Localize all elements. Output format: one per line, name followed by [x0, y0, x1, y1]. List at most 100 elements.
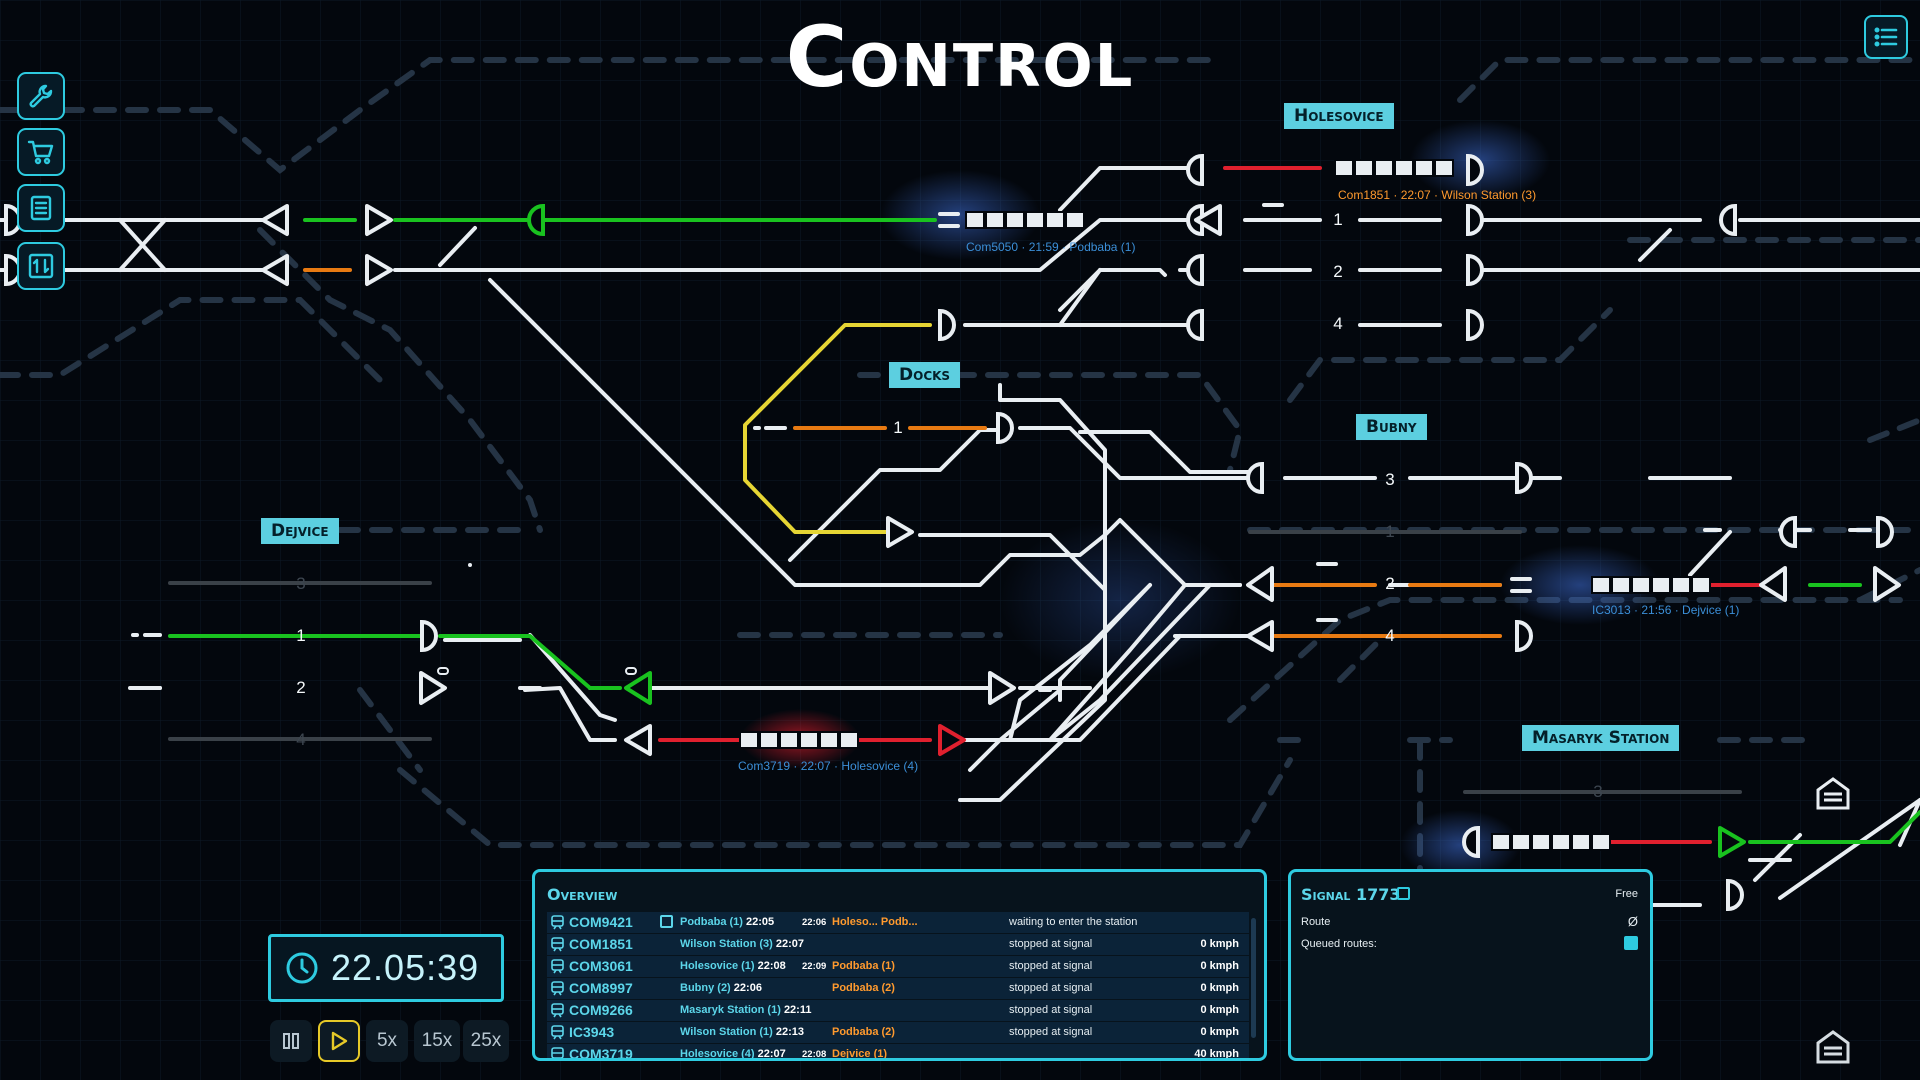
signal-triangle[interactable] [1759, 566, 1787, 602]
track-number: 3 [1385, 470, 1395, 489]
tools-button[interactable] [17, 72, 65, 120]
train-icon [551, 959, 564, 974]
speed-15x-button[interactable]: 15x [414, 1020, 460, 1062]
signal[interactable] [1462, 825, 1480, 859]
signal[interactable] [1186, 253, 1204, 287]
train-com3719 [739, 731, 859, 749]
edit-icon[interactable] [1397, 887, 1410, 900]
signal-triangle[interactable] [624, 724, 652, 756]
signal-triangle[interactable] [1246, 566, 1274, 602]
signal[interactable] [1246, 461, 1264, 495]
destination-time: 22:11 [783, 1004, 812, 1016]
menu-list-icon [1874, 27, 1898, 47]
log-button[interactable] [17, 184, 65, 232]
destination-time: 22:05 [746, 916, 775, 928]
signal-triangle[interactable] [988, 671, 1016, 705]
train-icon [551, 1047, 564, 1058]
signal-green-triangle[interactable] [624, 671, 652, 705]
track-number: 4 [1385, 626, 1395, 645]
masaryk-station-icon[interactable] [1816, 777, 1850, 810]
destination-time: 22:07 [775, 938, 804, 950]
signal-green-triangle[interactable] [1718, 826, 1746, 858]
track-number: 3 [1593, 782, 1603, 801]
station-label-docks[interactable]: Docks [889, 362, 961, 388]
speed-5x-button[interactable]: 5x [366, 1020, 408, 1062]
signal-triangle[interactable] [261, 204, 289, 236]
signal[interactable] [1466, 203, 1484, 237]
train-label-com1851[interactable]: Com1851 · 22:07 · Wilson Station (3) [1338, 188, 1537, 202]
next-stop: Podbaba (1) [832, 960, 895, 972]
signal[interactable] [1466, 308, 1484, 342]
next-stop-name: Dejvice (1) [832, 1048, 888, 1060]
signal[interactable] [1186, 308, 1204, 342]
clock-time: 22.05:39 [331, 947, 480, 988]
overview-scrollbar[interactable] [1251, 918, 1256, 1038]
signal[interactable] [1876, 515, 1894, 549]
signal[interactable] [1515, 619, 1533, 653]
swap-icon [28, 253, 54, 279]
signal[interactable] [1779, 515, 1797, 549]
signal-triangle[interactable] [1873, 566, 1901, 602]
signal[interactable] [1466, 253, 1484, 287]
train-label-com3719[interactable]: Com3719 · 22:07 · Holesovice (4) [738, 759, 919, 773]
signal[interactable] [996, 411, 1014, 445]
extra-time: 22:09 [802, 961, 827, 972]
jump-icon[interactable] [660, 915, 673, 928]
signal[interactable] [1726, 878, 1744, 912]
signal-title: Signal 1773 [1301, 885, 1401, 904]
next-stop-name: Holeso... [832, 916, 878, 928]
signal[interactable] [1515, 461, 1533, 495]
train-speed: 40 kmph [1194, 1048, 1239, 1060]
train-destination: Holesovice (4) 22:07 [680, 1048, 786, 1060]
next-stop: Holeso... Podb... [832, 916, 918, 928]
signal-red-triangle[interactable] [938, 724, 966, 756]
route-yellow [743, 323, 932, 534]
station-label-holesovice[interactable]: Holesovice [1284, 103, 1394, 129]
station-label-dejvice[interactable]: Dejvice [261, 518, 339, 544]
signal[interactable] [1466, 153, 1484, 187]
signal-triangle[interactable] [365, 254, 393, 286]
train-destination: Wilson Station (1) 22:13 [680, 1026, 804, 1038]
signal[interactable] [1186, 153, 1204, 187]
train-destination: Podbaba (1) 22:05 [680, 916, 774, 928]
train-label-com5050[interactable]: Com5050 · 21:59 · Podbaba (1) [966, 240, 1136, 254]
depot-icon[interactable] [1816, 1030, 1850, 1064]
track-number: 1 [1385, 522, 1395, 541]
signal[interactable] [420, 619, 438, 653]
station-label-bubny[interactable]: Bubny [1356, 414, 1427, 440]
destination-time: 22:07 [757, 1048, 786, 1060]
signal-triangle[interactable] [886, 516, 914, 548]
station-label-masaryk[interactable]: Masaryk Station [1522, 725, 1680, 751]
train-label-ic3013[interactable]: IC3013 · 21:56 · Dejvice (1) [1592, 603, 1740, 617]
play-button[interactable] [318, 1020, 360, 1062]
speed-25x-button[interactable]: 25x [463, 1020, 509, 1062]
train-com5050 [965, 211, 1085, 229]
destination-name: Holesovice (4) [680, 1048, 755, 1060]
signal-triangle[interactable] [365, 204, 393, 236]
shop-button[interactable] [17, 128, 65, 176]
menu-button[interactable] [1864, 15, 1908, 59]
timetable-button[interactable] [17, 242, 65, 290]
destination-time: 22:13 [775, 1026, 804, 1038]
add-queue-icon[interactable] [1624, 936, 1638, 950]
trains[interactable] [739, 159, 1711, 851]
signal-triangle[interactable] [419, 671, 447, 705]
signals[interactable] [4, 153, 1894, 912]
signal[interactable] [1719, 203, 1737, 237]
signal-triangle[interactable] [261, 254, 289, 286]
wrench-icon [29, 84, 53, 108]
overview-title: Overview [547, 885, 618, 904]
signal-green[interactable] [527, 203, 545, 237]
pause-button[interactable] [270, 1020, 312, 1062]
signal-triangle[interactable] [1246, 620, 1274, 652]
signal[interactable] [938, 308, 956, 342]
extra-time: 22:08 [802, 1049, 827, 1060]
signal-triangle[interactable] [1194, 204, 1222, 236]
